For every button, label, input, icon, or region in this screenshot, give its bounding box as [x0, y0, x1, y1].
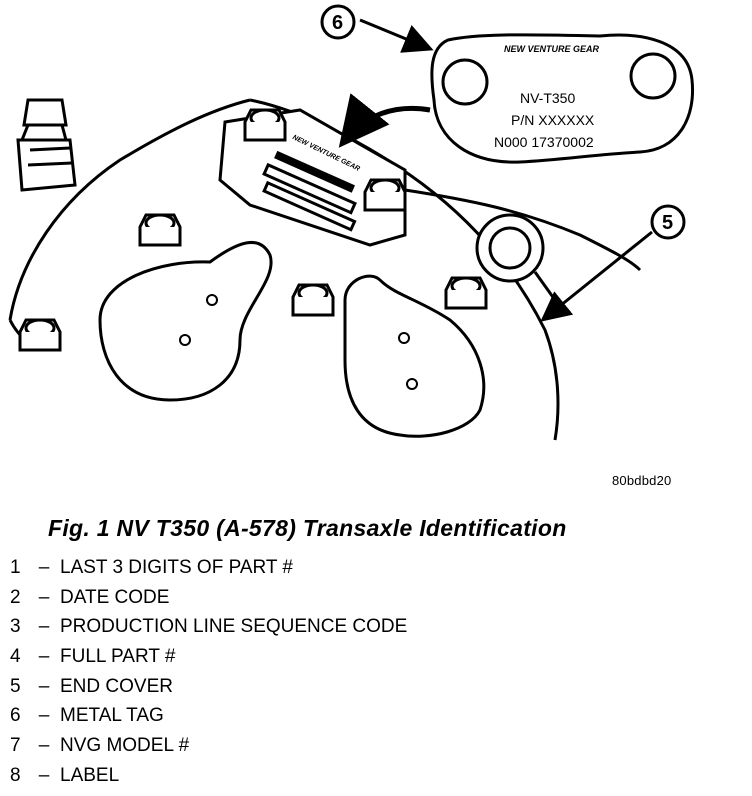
metal-tag: NEW VENTURE GEAR NV-T350 P/N XXXXXX N000…	[430, 33, 695, 164]
callout-5-number: 5	[662, 212, 673, 234]
tag-brand: NEW VENTURE GEAR	[504, 44, 600, 54]
figure-code: 80bdbd20	[612, 473, 672, 488]
right-lobe	[343, 274, 486, 438]
legend-text: DATE CODE	[60, 586, 170, 608]
bolt	[444, 276, 488, 310]
breather-fitting	[16, 98, 77, 192]
bolt	[363, 178, 407, 212]
bolts	[18, 108, 488, 352]
legend-number: 2	[10, 586, 21, 608]
legend-text: PRODUCTION LINE SEQUENCE CODE	[60, 616, 408, 638]
tag-serial: N000 17370002	[494, 134, 594, 150]
legend-number: 8	[10, 764, 21, 786]
legend-number: 7	[10, 735, 21, 757]
transaxle-illustration: NEW VENTURE GEAR	[8, 4, 695, 441]
legend-text: LAST 3 DIGITS OF PART #	[60, 557, 294, 578]
legend-item: 5–END COVER	[10, 672, 407, 702]
legend-item: 2–DATE CODE	[10, 583, 407, 613]
figure-caption: Fig. 1 NV T350 (A-578) Transaxle Identif…	[48, 515, 567, 541]
legend-text: FULL PART #	[60, 646, 176, 668]
callout-6: 6	[320, 4, 434, 53]
bolt	[138, 213, 182, 247]
legend-number: 6	[10, 705, 21, 727]
legend-text: END COVER	[60, 675, 173, 697]
legend-text: LABEL	[60, 764, 120, 786]
tag-part-number: P/N XXXXXX	[511, 112, 595, 128]
legend-text: NVG MODEL #	[60, 735, 190, 757]
bolt	[243, 108, 287, 142]
callout-6-number: 6	[332, 12, 343, 34]
bolt	[291, 283, 335, 317]
legend-number: 1	[10, 557, 21, 578]
legend-text: METAL TAG	[60, 705, 164, 727]
tag-model: NV-T350	[520, 90, 575, 106]
legend-number: 3	[10, 616, 21, 638]
legend-item: 1–LAST 3 DIGITS OF PART #	[10, 553, 407, 583]
small-holes	[179, 294, 418, 390]
bolt	[18, 318, 62, 352]
tag-to-label-arrow	[338, 93, 431, 148]
legend-number: 4	[10, 646, 21, 668]
legend-item: 8–LABEL	[10, 761, 407, 791]
legend-item: 6–METAL TAG	[10, 701, 407, 731]
left-lobe	[98, 240, 273, 402]
callout-5: 5	[540, 204, 686, 322]
legend-number: 5	[10, 675, 21, 697]
legend-item: 3–PRODUCTION LINE SEQUENCE CODE	[10, 612, 407, 642]
legend-item: 7–NVG MODEL #	[10, 731, 407, 761]
legend-item: 4–FULL PART #	[10, 642, 407, 672]
end-cover-boss	[475, 213, 557, 301]
legend-list: 1–LAST 3 DIGITS OF PART # 2–DATE CODE 3–…	[10, 553, 407, 791]
